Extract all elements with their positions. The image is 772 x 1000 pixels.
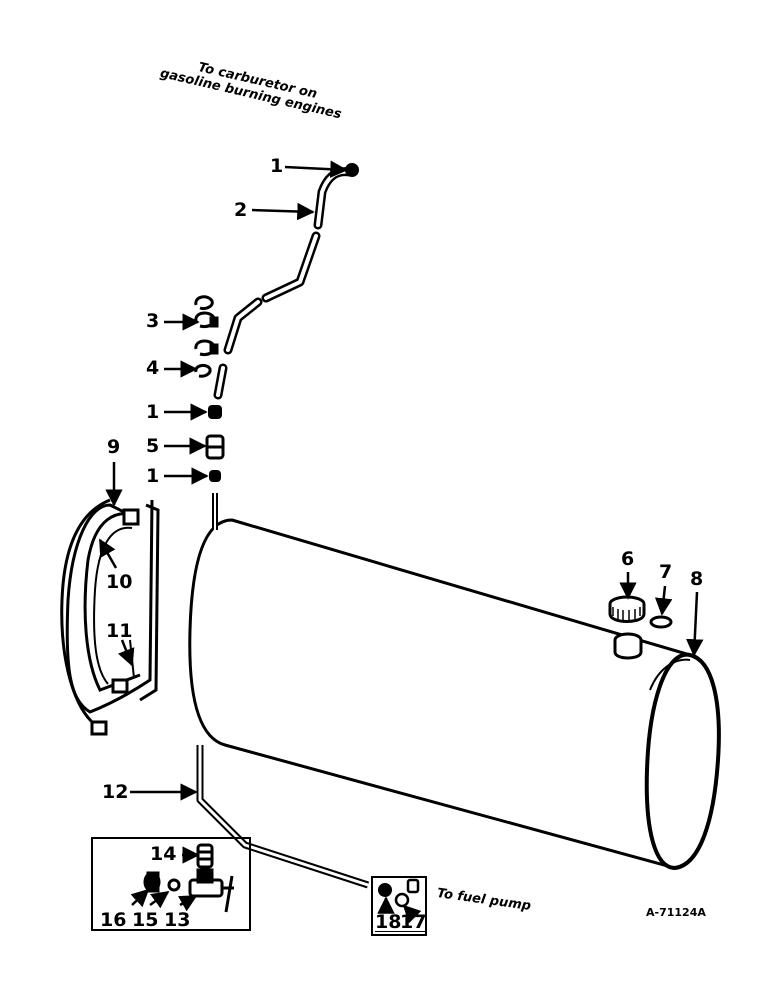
- valve-fitting-14: [196, 843, 214, 869]
- elbow-fitting-upper: [208, 405, 222, 419]
- fitting-18: [378, 883, 392, 897]
- leader-lines: [98, 160, 704, 924]
- mounting-strap-9: [60, 498, 160, 736]
- fitting-parts-box: [371, 876, 427, 936]
- callout-12: 12: [102, 781, 129, 803]
- connector-5: [205, 434, 225, 460]
- callout-6: 6: [621, 548, 635, 570]
- shutoff-valve-13: [188, 868, 234, 913]
- nut-16: [143, 871, 161, 893]
- callout-4: 4: [146, 357, 160, 379]
- callout-10: 10: [106, 571, 133, 593]
- strap-insulator: [93, 526, 135, 685]
- callout-5: 5: [146, 435, 160, 457]
- elbow-fitting-lower: [209, 470, 221, 482]
- hose-clamp-4: [194, 339, 219, 378]
- callout-11: 11: [106, 620, 133, 642]
- callout-18: 18: [375, 911, 402, 933]
- callout-17: 17: [400, 911, 427, 933]
- callout-3: 3: [146, 310, 160, 332]
- valve-parts-box: [91, 837, 251, 931]
- tank-end-rim: [644, 652, 721, 871]
- callout-9: 9: [107, 436, 121, 458]
- washer-15: [167, 878, 181, 892]
- drawing-number: A-71124A: [646, 906, 706, 919]
- callout-8: 8: [690, 568, 704, 590]
- callout-1-top: 1: [270, 155, 284, 177]
- callout-13: 13: [164, 909, 191, 931]
- callout-7: 7: [659, 561, 673, 583]
- callout-1-mid: 1: [146, 401, 160, 423]
- callout-16: 16: [100, 909, 127, 931]
- fitting-17: [394, 878, 420, 908]
- filler-cap: [608, 595, 646, 623]
- fuel-tank: [188, 518, 721, 871]
- callout-1-low: 1: [146, 465, 160, 487]
- callout-14: 14: [150, 843, 177, 865]
- fuel-line-nut-top: [345, 163, 359, 177]
- filler-neck: [613, 632, 643, 660]
- callout-15: 15: [132, 909, 159, 931]
- hose-clamp-3: [194, 295, 219, 328]
- callout-2: 2: [234, 199, 248, 221]
- filler-gasket: [649, 615, 673, 629]
